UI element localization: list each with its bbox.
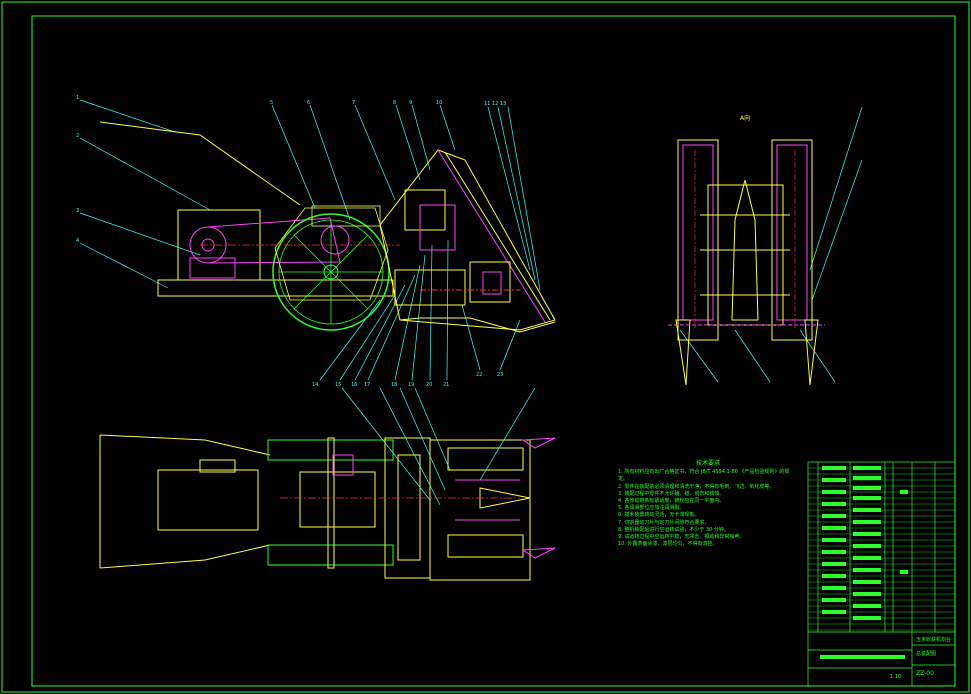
parts-list [807,461,956,687]
svg-text:6: 6 [307,100,310,106]
drive-belt [207,217,341,264]
parts-list-fills [820,466,908,659]
note-line: 9. 试运转过程中应运转平稳，无冲击、振动和异常噪声。 [618,534,745,541]
front-view: A向 [668,106,863,386]
svg-text:19: 19 [408,382,414,388]
title-block-subtitle: 总装配图 [916,651,937,657]
title-block-scale: 1:10 [890,674,902,680]
parts-list-rows [808,467,955,631]
header-assembly [379,149,556,333]
note-line: 10. 外露表面涂漆，漆层均匀，不得有流挂。 [618,541,718,548]
note-line: 1. 所有材料应有出厂合格证书，符合 JB/T 4594.1-86 《产品检验规… [618,469,790,483]
hitch-outline [99,434,271,456]
title-block-drawing-no: ZZ-00 [916,670,934,677]
svg-text:10: 10 [436,100,442,106]
svg-text:20: 20 [426,382,432,388]
svg-text:18: 18 [391,382,397,388]
svg-text:9: 9 [409,100,412,106]
svg-text:2: 2 [76,133,79,139]
wheel-spokes [279,220,383,324]
svg-text:14: 14 [312,382,318,388]
note-line: 2. 零件在装配前必须清理和清洗干净，不得有毛刺、飞边、氧化皮等。 [618,483,775,490]
top-view [99,387,556,581]
svg-text:3: 3 [76,208,79,214]
ground-wheel [272,213,390,331]
svg-text:5: 5 [270,100,273,106]
svg-text:1: 1 [76,95,79,101]
hitch-arm [99,121,301,206]
svg-text:8: 8 [393,100,396,106]
svg-text:17: 17 [364,382,370,388]
note-line: 3. 装配过程中零件不允许磕、碰、划伤和锈蚀。 [618,490,725,497]
side-view-leaders [79,99,541,381]
svg-text:22: 22 [476,372,482,378]
title-block-name: 玉米收获机割台 [916,637,952,643]
svg-text:7: 7 [352,100,355,106]
svg-text:16: 16 [351,382,357,388]
notes-title: 技术要求 [695,460,720,467]
top-wheel [267,439,394,461]
svg-text:11 12 13: 11 12 13 [484,101,506,107]
front-view-label: A向 [740,114,750,122]
note-line: 5. 各润滑部位应加注润滑脂。 [618,505,685,512]
note-line: 8. 整机装配后进行空运转试验，不少于 30 分钟。 [618,526,729,533]
note-line: 4. 各传动链条松紧适度，链轮应在同一平面内。 [618,498,725,505]
note-line: 6. 拨禾装置转动灵活，无卡滞现象。 [618,512,700,519]
svg-text:21: 21 [443,382,449,388]
technical-notes: 技术要求 1. 所有材料应有出厂合格证书，符合 JB/T 4594.1-86 《… [618,460,798,548]
inner-border [31,15,956,687]
svg-text:15: 15 [335,382,341,388]
note-line: 7. 切割器动刀片与定刀片间隙符合要求。 [618,519,710,526]
svg-text:4: 4 [76,238,79,244]
svg-text:23: 23 [497,372,503,378]
